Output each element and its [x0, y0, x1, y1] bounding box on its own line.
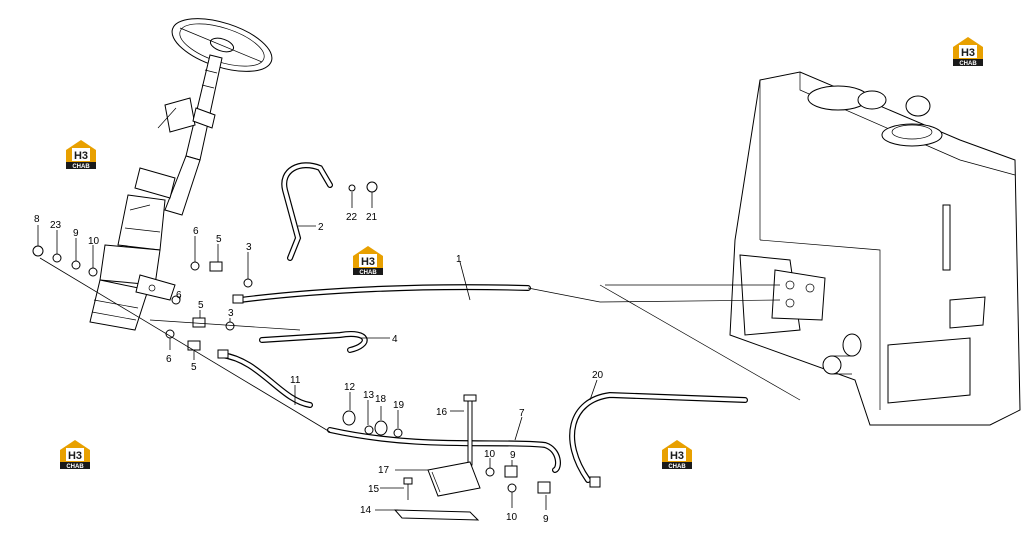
callout-10c: 10 [506, 512, 518, 523]
logo-brand-text: H3 [961, 47, 975, 59]
leader-lines [37, 192, 801, 511]
callout-6b: 6 [176, 290, 182, 301]
plate-14 [393, 509, 480, 521]
callout-1: 1 [456, 254, 462, 265]
callout-23: 23 [50, 220, 62, 231]
callout-7: 7 [519, 408, 525, 419]
callout-14: 14 [360, 505, 372, 516]
logo-sub-text: CHAB [359, 270, 377, 276]
callout-17: 17 [378, 465, 390, 476]
callout-labels: 1 2 3 3 4 5 5 5 6 6 6 7 8 9 9 9 10 10 10… [34, 212, 604, 525]
callout-15: 15 [368, 484, 380, 495]
logo-brand-text: H3 [74, 150, 88, 162]
logo-brand-text: H3 [361, 256, 375, 268]
logo-brand-text: H3 [670, 450, 684, 462]
callout-12: 12 [344, 382, 356, 393]
logo-brand-text: H3 [68, 450, 82, 462]
callout-6a: 6 [193, 226, 199, 237]
hoses [219, 162, 748, 483]
callout-18: 18 [375, 394, 387, 405]
callout-9a: 9 [73, 228, 79, 239]
callout-13: 13 [363, 390, 375, 401]
callout-9c: 9 [543, 514, 549, 525]
callout-22: 22 [346, 212, 358, 223]
callout-5b: 5 [198, 300, 204, 311]
logo-sub-text: CHAB [668, 464, 686, 470]
callout-3a: 3 [246, 242, 252, 253]
callout-10a: 10 [88, 236, 100, 247]
seal-8 [32, 245, 44, 257]
callout-10b: 10 [484, 449, 496, 460]
hydraulic-tank-assembly [729, 71, 1021, 426]
callout-21: 21 [366, 212, 378, 223]
callout-16: 16 [436, 407, 448, 418]
fittings [32, 181, 601, 521]
steering-column-assembly [89, 18, 273, 331]
logo-sub-text: CHAB [72, 164, 90, 170]
logo-sub-text: CHAB [959, 61, 977, 67]
callout-20: 20 [592, 370, 604, 381]
callout-19: 19 [393, 400, 405, 411]
callout-8: 8 [34, 214, 40, 225]
callout-2: 2 [318, 222, 324, 233]
callout-5c: 5 [191, 362, 197, 373]
callout-5a: 5 [216, 234, 222, 245]
callout-9b: 9 [510, 450, 516, 461]
callout-4: 4 [392, 334, 398, 345]
callout-11: 11 [290, 375, 301, 386]
callout-3b: 3 [228, 308, 234, 319]
hose-20 [569, 391, 748, 483]
callout-6c: 6 [166, 354, 172, 365]
logo-sub-text: CHAB [66, 464, 84, 470]
bracket-17 [427, 461, 481, 497]
